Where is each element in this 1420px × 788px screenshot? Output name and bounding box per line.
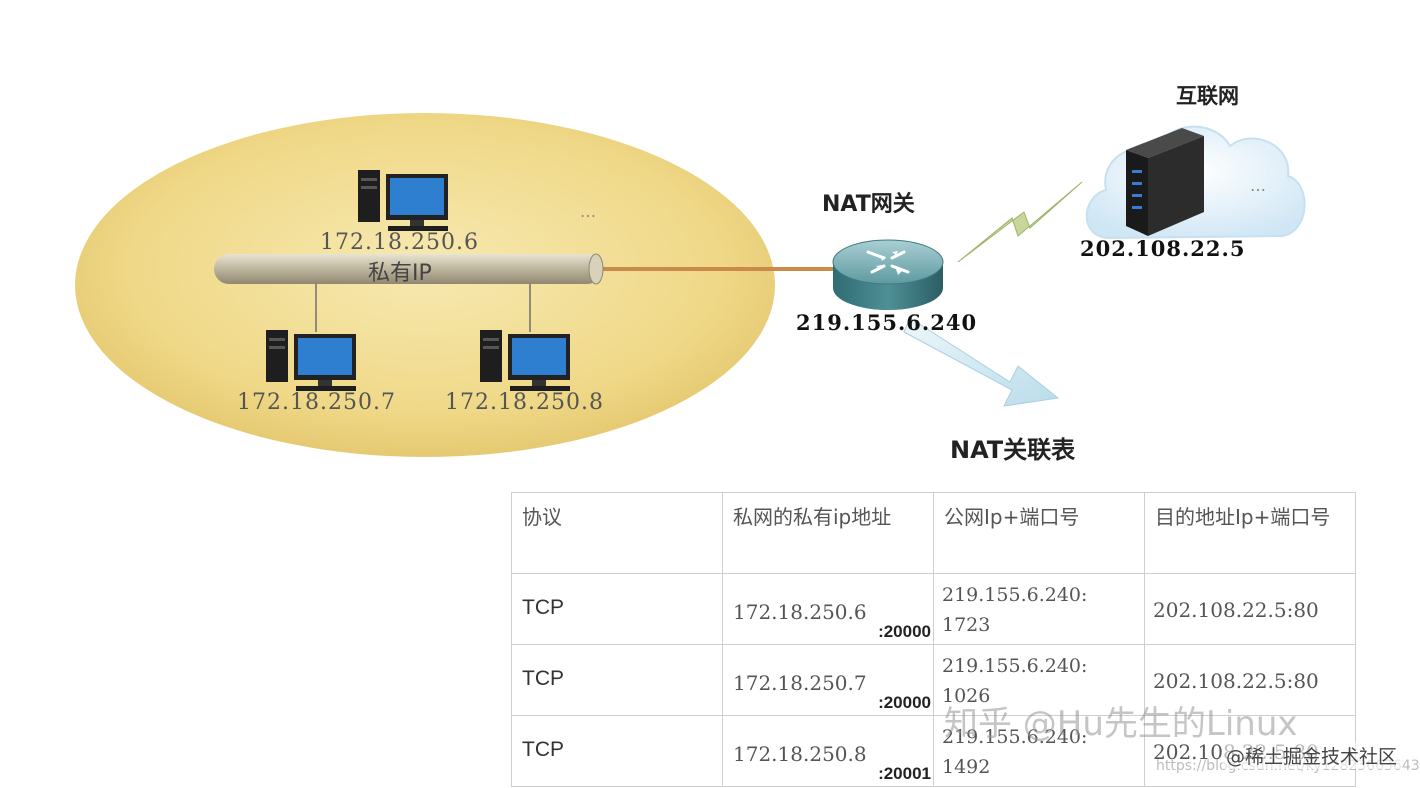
server-ip: 202.108.22.5	[1080, 236, 1246, 261]
header-protocol: 协议	[511, 492, 723, 574]
cell-public-port: 1723	[942, 614, 991, 636]
zhihu-watermark: 知乎 @Hu先生的Linux	[944, 704, 1298, 744]
header-private-ip: 私网的私有ip地址	[722, 492, 934, 574]
cell-private-ip: 172.18.250.7	[733, 671, 867, 695]
juejin-watermark: @稀土掘金技术社区	[1222, 742, 1402, 769]
cell-protocol: TCP	[522, 596, 564, 619]
table-row: TCP 172.18.250.8 :20001 219.155.6.240: 149…	[511, 715, 1356, 787]
cell-public-ip: 219.155.6.240:	[942, 584, 1088, 606]
table-header-row: 协议 私网的私有ip地址 公网Ip+端口号 目的地址Ip+端口号	[511, 492, 1356, 574]
gateway-ip: 219.155.6.240	[796, 310, 978, 335]
nat-table: 协议 私网的私有ip地址 公网Ip+端口号 目的地址Ip+端口号 TCP 172…	[511, 492, 1356, 787]
cell-private-port: :20000	[878, 622, 931, 641]
cell-private-port: :20000	[878, 693, 931, 712]
lan-bus-label: 私有IP	[368, 261, 432, 286]
wan-link-icon	[957, 181, 1083, 263]
host-7-ip: 172.18.250.7	[237, 390, 396, 415]
lan-more-hosts: …	[580, 202, 598, 221]
cell-private-ip: 172.18.250.6	[733, 600, 867, 624]
cell-private-ip: 172.18.250.8	[733, 742, 867, 766]
table-title: NAT关联表	[950, 436, 1076, 464]
cell-public-port: 1492	[942, 756, 991, 778]
gateway-title: NAT网关	[822, 192, 915, 217]
internet-title: 互联网	[1176, 84, 1239, 108]
cell-protocol: TCP	[522, 738, 564, 761]
server-icon	[1126, 128, 1204, 236]
header-public-ip-port: 公网Ip+端口号	[933, 492, 1145, 574]
cell-destination: 202.108.22.5:80	[1153, 598, 1319, 622]
cell-protocol: TCP	[522, 667, 564, 690]
header-destination: 目的地址Ip+端口号	[1144, 492, 1356, 574]
cell-public-port: 1026	[942, 685, 991, 707]
lan-bus	[214, 253, 604, 285]
host-6-ip: 172.18.250.6	[320, 230, 479, 255]
cell-public-ip: 219.155.6.240:	[942, 655, 1088, 677]
cell-destination: 202.108.22.5:80	[1153, 669, 1319, 693]
internet-more: …	[1250, 176, 1268, 195]
lan-area	[75, 113, 775, 457]
table-arrow-icon	[903, 317, 1060, 407]
host-8-ip: 172.18.250.8	[445, 390, 604, 415]
router-icon	[832, 239, 944, 310]
cell-private-port: :20001	[878, 764, 931, 783]
table-row: TCP 172.18.250.7 :20000 219.155.6.240: 102…	[511, 644, 1356, 716]
cell-public-ip: 219.155.6.240:	[942, 726, 1088, 748]
table-row: TCP 172.18.250.6 :20000 219.155.6.240: 172…	[511, 573, 1356, 645]
